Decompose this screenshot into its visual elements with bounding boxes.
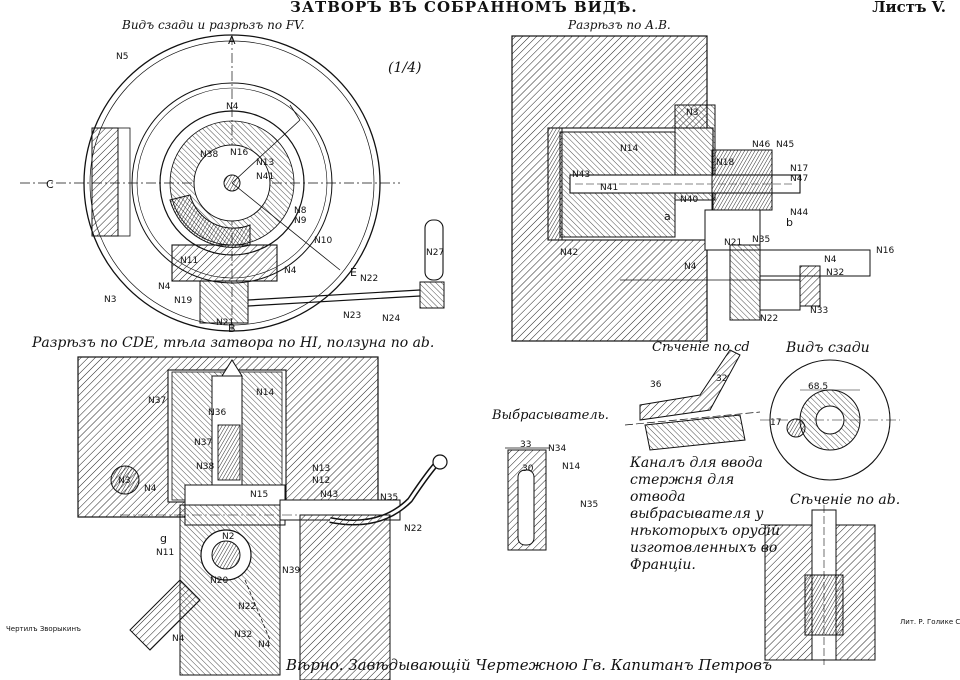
part-label: N16 bbox=[876, 246, 895, 256]
part-label: N21 bbox=[724, 238, 743, 248]
part-label: N3 bbox=[104, 295, 117, 305]
part-label: N41 bbox=[600, 183, 619, 193]
section-ab-small-drawing bbox=[764, 505, 876, 665]
part-label: N14 bbox=[562, 462, 581, 472]
part-label: N4 bbox=[226, 102, 239, 112]
section-marker: A bbox=[228, 34, 236, 47]
caption-section-cd: Сѣченіе по cd bbox=[652, 340, 750, 355]
part-label: N13 bbox=[312, 464, 331, 474]
dimension-label: 32 bbox=[716, 374, 728, 384]
part-label: N9 bbox=[294, 216, 307, 226]
part-label: N43 bbox=[572, 170, 591, 180]
part-label: N3 bbox=[686, 108, 699, 118]
part-label: N24 bbox=[382, 314, 401, 324]
part-label: N35 bbox=[752, 235, 771, 245]
part-label: N37 bbox=[148, 396, 167, 406]
caption-section-ab-small: Сѣченіе по ab. bbox=[790, 492, 901, 508]
part-label: N44 bbox=[790, 208, 809, 218]
part-label: N19 bbox=[174, 296, 193, 306]
part-label: N17 bbox=[790, 164, 809, 174]
part-label: N38 bbox=[200, 150, 219, 160]
ejector-drawing bbox=[505, 447, 550, 551]
part-label: N41 bbox=[256, 172, 275, 182]
sheet-number: Листъ V. bbox=[872, 0, 946, 16]
section-marker: B bbox=[228, 322, 236, 335]
dimension-label: 30 bbox=[522, 464, 534, 474]
part-label: N32 bbox=[234, 630, 253, 640]
section-ab-drawing bbox=[511, 35, 871, 342]
part-label: N4 bbox=[684, 262, 697, 272]
part-label: N36 bbox=[208, 408, 227, 418]
section-cde-drawing bbox=[77, 356, 448, 680]
part-label: N18 bbox=[716, 158, 735, 168]
section-marker: C bbox=[46, 178, 54, 191]
part-label: N14 bbox=[620, 144, 639, 154]
dimension-label: 33 bbox=[520, 440, 532, 450]
part-label: N22 bbox=[360, 274, 379, 284]
part-label: N46 bbox=[752, 140, 771, 150]
part-label: N42 bbox=[560, 248, 579, 258]
part-label: N8 bbox=[294, 206, 307, 216]
part-label: N35 bbox=[380, 493, 399, 503]
rear-view-drawing bbox=[20, 34, 445, 332]
part-label: N22 bbox=[760, 314, 779, 324]
part-label: N11 bbox=[180, 256, 199, 266]
part-label: N21 bbox=[216, 318, 235, 328]
part-label: N23 bbox=[343, 311, 362, 321]
part-label: N39 bbox=[282, 566, 301, 576]
part-label: N45 bbox=[776, 140, 795, 150]
part-label: N4 bbox=[284, 266, 297, 276]
part-label: N27 bbox=[426, 248, 445, 258]
dimension-label: 36 bbox=[650, 380, 662, 390]
printer-note: Лит. Р. Голике СПБ bbox=[900, 618, 960, 626]
part-label: N13 bbox=[256, 158, 275, 168]
section-marker: b bbox=[786, 216, 793, 229]
part-label: N4 bbox=[258, 640, 271, 650]
section-cd-drawing bbox=[624, 349, 761, 451]
part-label: N37 bbox=[194, 438, 213, 448]
caption-section-ab: Разрѣзъ по А.В. bbox=[568, 18, 671, 32]
part-label: N16 bbox=[230, 148, 249, 158]
caption-ejector: Выбрасыватель. bbox=[492, 408, 609, 423]
dimension-label: 68.5 bbox=[808, 382, 829, 392]
caption-rear-view-small: Видъ сзади bbox=[786, 340, 870, 356]
part-label: N11 bbox=[156, 548, 175, 558]
part-label: N15 bbox=[250, 490, 269, 500]
part-label: N4 bbox=[144, 484, 157, 494]
part-label: N4 bbox=[158, 282, 171, 292]
part-label: N20 bbox=[210, 576, 229, 586]
part-label: N34 bbox=[548, 444, 567, 454]
part-label: N43 bbox=[320, 490, 339, 500]
sheet-title: ЗАТВОРЪ ВЪ СОБРАННОМЪ ВИДѢ. bbox=[290, 0, 638, 16]
part-label: N22 bbox=[404, 524, 423, 534]
part-label: N35 bbox=[580, 500, 599, 510]
rear-view-small-drawing bbox=[760, 359, 900, 481]
part-label: N10 bbox=[314, 236, 333, 246]
caption-section-cde: Разрѣзъ по CDE, тѣла затвора по HI, полз… bbox=[32, 335, 435, 351]
part-label: N2 bbox=[222, 532, 235, 542]
part-label: N47 bbox=[790, 174, 809, 184]
part-label: N4 bbox=[824, 255, 837, 265]
part-label: N40 bbox=[680, 195, 699, 205]
signature-line: Вѣрно. Завѣдывающій Чертежною Гв. Капита… bbox=[286, 656, 772, 674]
part-label: N33 bbox=[810, 306, 829, 316]
part-label: N12 bbox=[312, 476, 331, 486]
draftsman-note: Чертилъ Зворыкинъ bbox=[6, 625, 81, 633]
caption-scale: (1/4) bbox=[388, 60, 422, 76]
part-label: N14 bbox=[256, 388, 275, 398]
part-label: N32 bbox=[826, 268, 845, 278]
part-label: N3 bbox=[118, 476, 131, 486]
part-label: N38 bbox=[196, 462, 215, 472]
section-marker: E bbox=[350, 266, 357, 279]
caption-rear-view: Видъ сзади и разрѣзъ по FV. bbox=[122, 18, 305, 32]
part-label: N5 bbox=[116, 52, 129, 62]
channel-note: Каналъ для ввода стержня для отвода выбр… bbox=[630, 455, 780, 573]
dimension-label: 17 bbox=[770, 418, 782, 428]
section-marker: g bbox=[160, 532, 167, 545]
section-marker: a bbox=[664, 210, 671, 223]
part-label: N4 bbox=[172, 634, 185, 644]
part-label: N22 bbox=[238, 602, 257, 612]
